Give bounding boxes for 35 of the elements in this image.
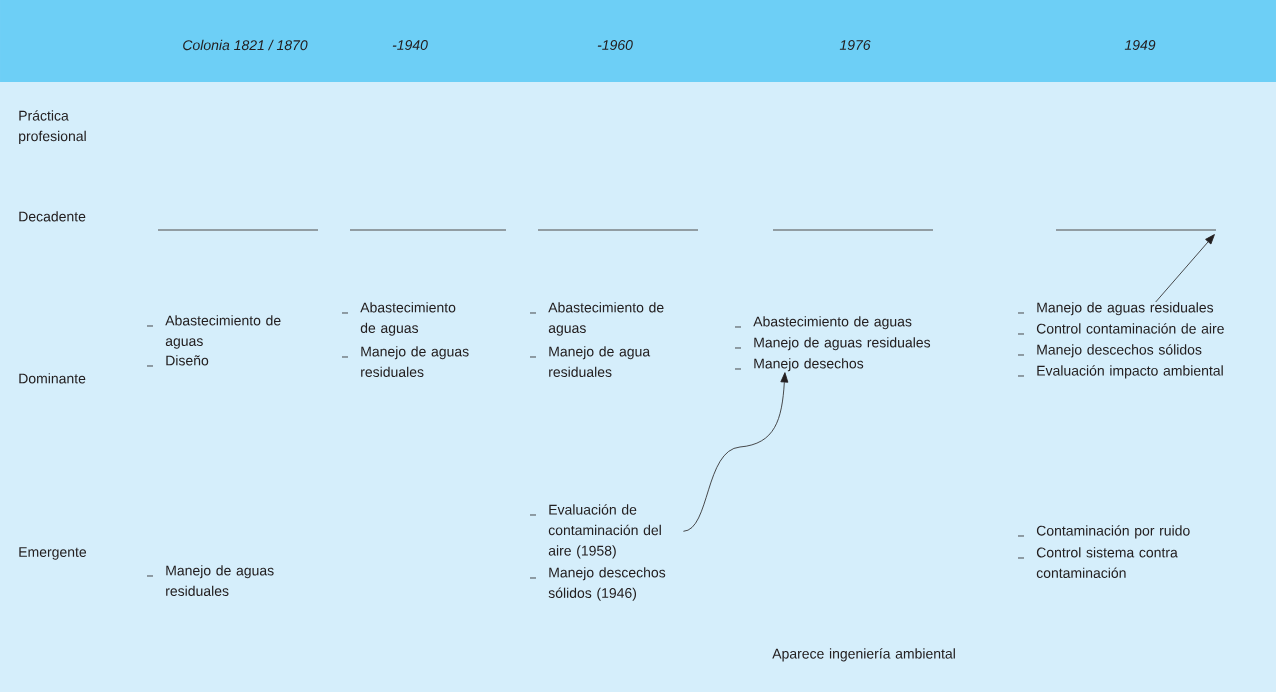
rule-line bbox=[350, 229, 506, 231]
list-item: Abastecimiento de aguas bbox=[360, 302, 456, 336]
list-item: Manejo desechos bbox=[754, 358, 864, 372]
row-label: Decadente bbox=[19, 211, 86, 222]
list-item: Manejo de aguas residuales bbox=[361, 346, 469, 377]
row-label: Emergente bbox=[19, 547, 87, 560]
list-item: Diseño bbox=[166, 355, 209, 366]
list-item: Abastecimiento de aguas bbox=[753, 316, 912, 330]
column-heading: 1976 bbox=[839, 40, 871, 50]
list-item: Manejo descechos sólidos (1946) bbox=[548, 567, 666, 601]
rule-line bbox=[773, 229, 933, 231]
list-item: Evaluación de contaminación del aire (1958) bbox=[548, 504, 661, 559]
list-item: Manejo de aguas residuales bbox=[166, 565, 274, 596]
row-label: Práctica profesional bbox=[19, 110, 86, 144]
row-label: Aparece ingeniería ambiental bbox=[772, 648, 955, 662]
list-item: Abastecimiento de aguas bbox=[165, 315, 281, 349]
column-heading: Colonia 1821 / 1870 bbox=[183, 39, 308, 51]
rule-line bbox=[538, 229, 698, 231]
column-heading: -1940 bbox=[392, 40, 428, 50]
column-heading: 1949 bbox=[1124, 40, 1156, 50]
list-item: Manejo descechos sólidos bbox=[1037, 344, 1202, 358]
list-item: Abastecimiento de aguas bbox=[548, 302, 664, 336]
list-item: Manejo de agua residuales bbox=[549, 346, 651, 377]
list-item: Contaminación por ruido bbox=[1036, 525, 1190, 539]
list-item: Manejo de aguas residuales bbox=[754, 337, 931, 351]
row-label: Dominante bbox=[19, 373, 86, 384]
rule-line bbox=[1056, 229, 1216, 231]
list-item: Control sistema contra contaminación bbox=[1036, 547, 1178, 578]
column-heading: -1960 bbox=[597, 40, 633, 50]
list-item: Evaluación impacto ambiental bbox=[1037, 365, 1223, 379]
arrow bbox=[683, 372, 789, 532]
arrow bbox=[1155, 234, 1215, 303]
list-item: Control contaminación de aire bbox=[1036, 323, 1224, 334]
list-item: Manejo de aguas residuales bbox=[1037, 302, 1214, 316]
rule-line bbox=[158, 229, 318, 231]
